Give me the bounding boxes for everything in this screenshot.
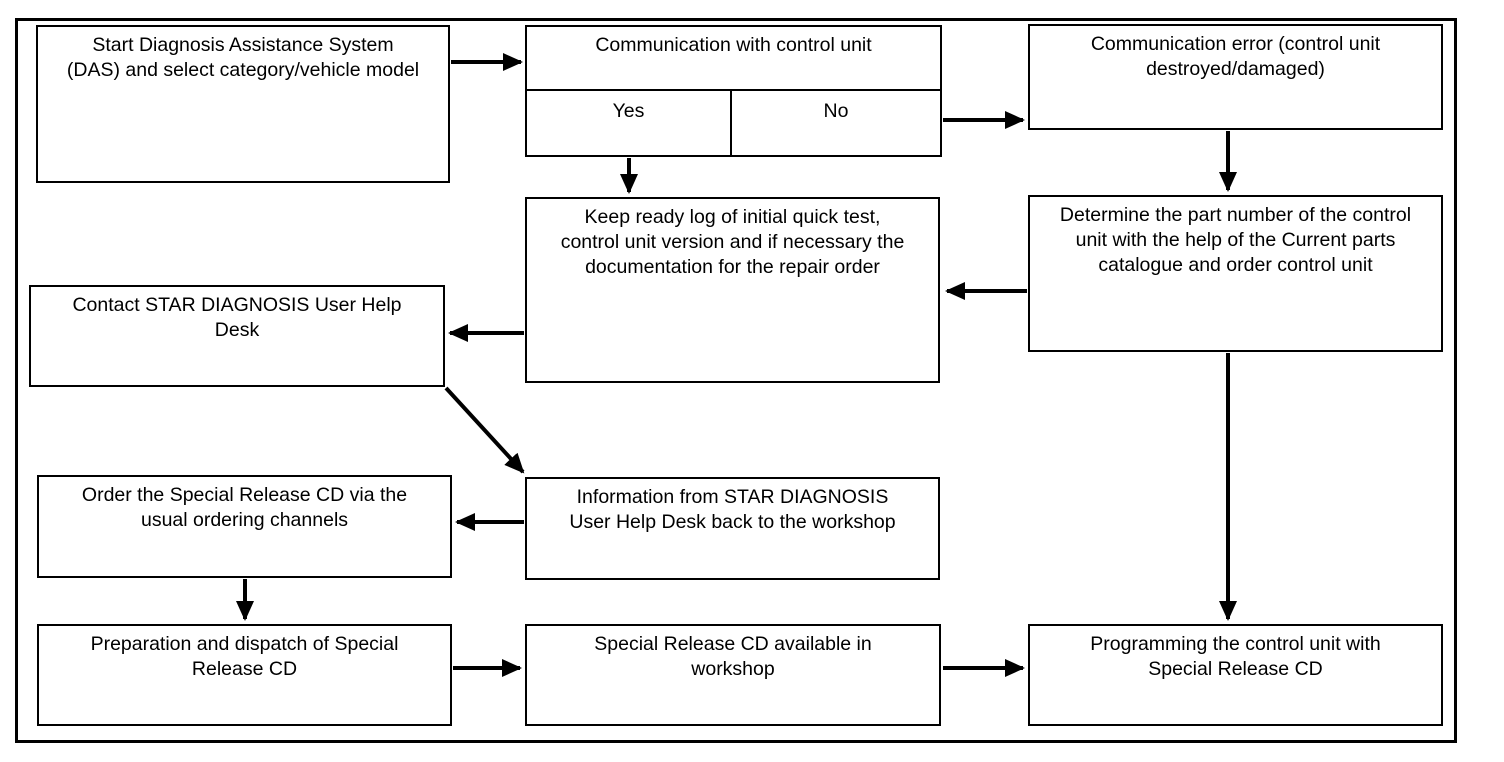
- node-text-line: Special Release CD available in: [594, 633, 872, 655]
- node-communication-check: Communication with control unit Yes No: [525, 25, 942, 157]
- diagram-border: [15, 18, 1457, 743]
- node-programming-control-unit: Programming the control unit with Specia…: [1028, 624, 1443, 726]
- node-text-line: Communication with control unit: [595, 34, 872, 56]
- node-text-line: Information from STAR DIAGNOSIS: [576, 486, 889, 508]
- node-determine-part-number: Determine the part number of the control…: [1028, 195, 1443, 352]
- node-text-line: control unit version and if necessary th…: [560, 231, 905, 253]
- node-info-from-help-desk: Information from STAR DIAGNOSIS User Hel…: [525, 477, 940, 580]
- node-text-line: Contact STAR DIAGNOSIS User Help: [72, 294, 402, 316]
- node-text-line: Release CD: [191, 658, 298, 680]
- communication-decision-row: Yes No: [527, 89, 940, 155]
- node-text-line: Communication error (control unit: [1090, 33, 1381, 55]
- node-contact-help-desk: Contact STAR DIAGNOSIS User Help Desk: [29, 285, 445, 387]
- node-special-cd-available: Special Release CD available in workshop: [525, 624, 941, 726]
- node-text-line: Preparation and dispatch of Special: [90, 633, 399, 655]
- node-text-line: Keep ready log of initial quick test,: [584, 206, 881, 228]
- node-text-line: workshop: [691, 658, 775, 680]
- node-text-line: Programming the control unit with: [1090, 633, 1381, 655]
- node-text-line: catalogue and order control unit: [1098, 254, 1373, 276]
- node-text-line: (DAS) and select category/vehicle model: [66, 59, 420, 81]
- node-text-line: unit with the help of the Current parts: [1075, 229, 1396, 251]
- node-text-line: usual ordering channels: [140, 509, 349, 531]
- node-start-das: Start Diagnosis Assistance System (DAS) …: [36, 25, 450, 183]
- node-text-line: Order the Special Release CD via the: [81, 484, 408, 506]
- node-text-line: destroyed/damaged): [1146, 58, 1325, 80]
- node-order-special-cd: Order the Special Release CD via the usu…: [37, 475, 452, 578]
- cell-no: No: [823, 100, 849, 122]
- node-text-line: User Help Desk back to the workshop: [569, 511, 896, 533]
- node-text-line: Desk: [214, 319, 260, 341]
- node-text-line: documentation for the repair order: [585, 256, 880, 278]
- node-text-line: Special Release CD: [1148, 658, 1323, 680]
- node-text-line: Start Diagnosis Assistance System: [92, 34, 394, 56]
- node-text-line: Determine the part number of the control: [1059, 204, 1412, 226]
- node-keep-ready-log: Keep ready log of initial quick test, co…: [525, 197, 940, 383]
- node-preparation-dispatch-cd: Preparation and dispatch of Special Rele…: [37, 624, 452, 726]
- node-communication-error: Communication error (control unit destro…: [1028, 24, 1443, 130]
- cell-yes: Yes: [527, 91, 732, 155]
